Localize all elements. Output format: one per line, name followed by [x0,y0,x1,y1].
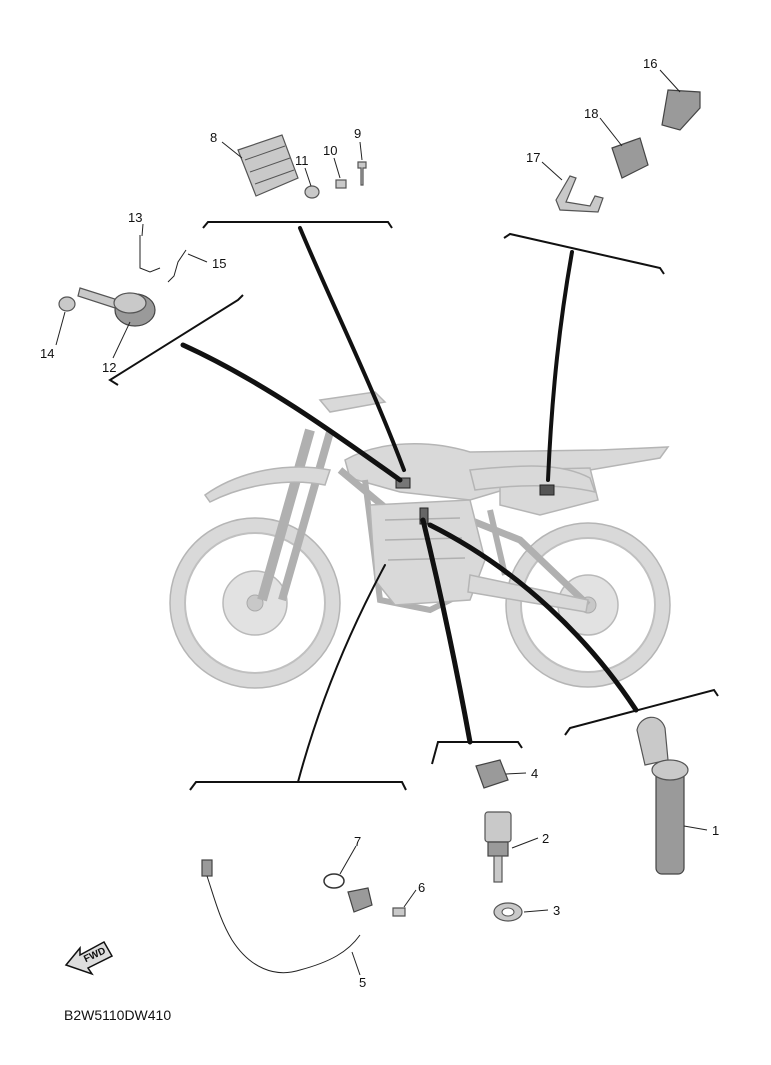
part-grommet [304,185,320,199]
callout-16: 16 [643,56,657,71]
part-cap [58,296,76,312]
part-ignition-coil [636,716,689,875]
diagram-code: B2W5110DW410 [64,1007,171,1023]
part-bolt [357,161,367,186]
callout-18: 18 [584,106,598,121]
callout-4: 4 [531,766,538,781]
callout-7: 7 [354,834,361,849]
bracket-coil-group [564,688,719,736]
part-lead [139,235,161,273]
group-brackets [108,221,719,791]
motorcycle-outline [169,391,671,689]
callout-1: 1 [712,823,719,838]
callout-12: 12 [102,360,116,375]
bracket-sensor-group [189,781,407,791]
leader-lines [55,69,708,976]
part-sensor-body [347,887,373,913]
callout-9: 9 [354,126,361,141]
callout-10: 10 [323,143,337,158]
part-clamp [167,249,187,283]
callout-2: 2 [542,831,549,846]
part-o-ring [323,873,345,889]
part-temp-sensor [484,811,512,883]
bracket-ecu-group [202,221,393,229]
bracket-switch-group [431,741,523,765]
part-ecu [237,134,299,197]
callout-8: 8 [210,130,217,145]
callout-15: 15 [212,256,226,271]
callout-17: 17 [526,150,540,165]
part-relay [611,137,649,179]
fwd-arrow-icon: FWD [64,940,114,976]
callout-6: 6 [418,880,425,895]
callout-3: 3 [553,903,560,918]
part-starter-relay [77,287,156,327]
callout-11: 11 [295,153,309,168]
part-sensor-harness [201,859,361,974]
bracket-starter-group [108,294,244,386]
callout-numbers: 1 2 3 4 5 6 7 8 9 10 11 12 13 14 15 16 1… [40,56,719,990]
callout-14: 14 [40,346,54,361]
part-cdi-unit [661,89,701,131]
bracket-cdi-group [503,232,665,275]
part-switch [475,759,509,789]
callout-5: 5 [359,975,366,990]
part-mount-bracket [555,175,604,213]
pointer-lines [180,226,639,783]
callout-13: 13 [128,210,142,225]
front-wheel [169,517,341,689]
part-collar [335,179,347,189]
part-sensor-bolt [392,907,406,917]
